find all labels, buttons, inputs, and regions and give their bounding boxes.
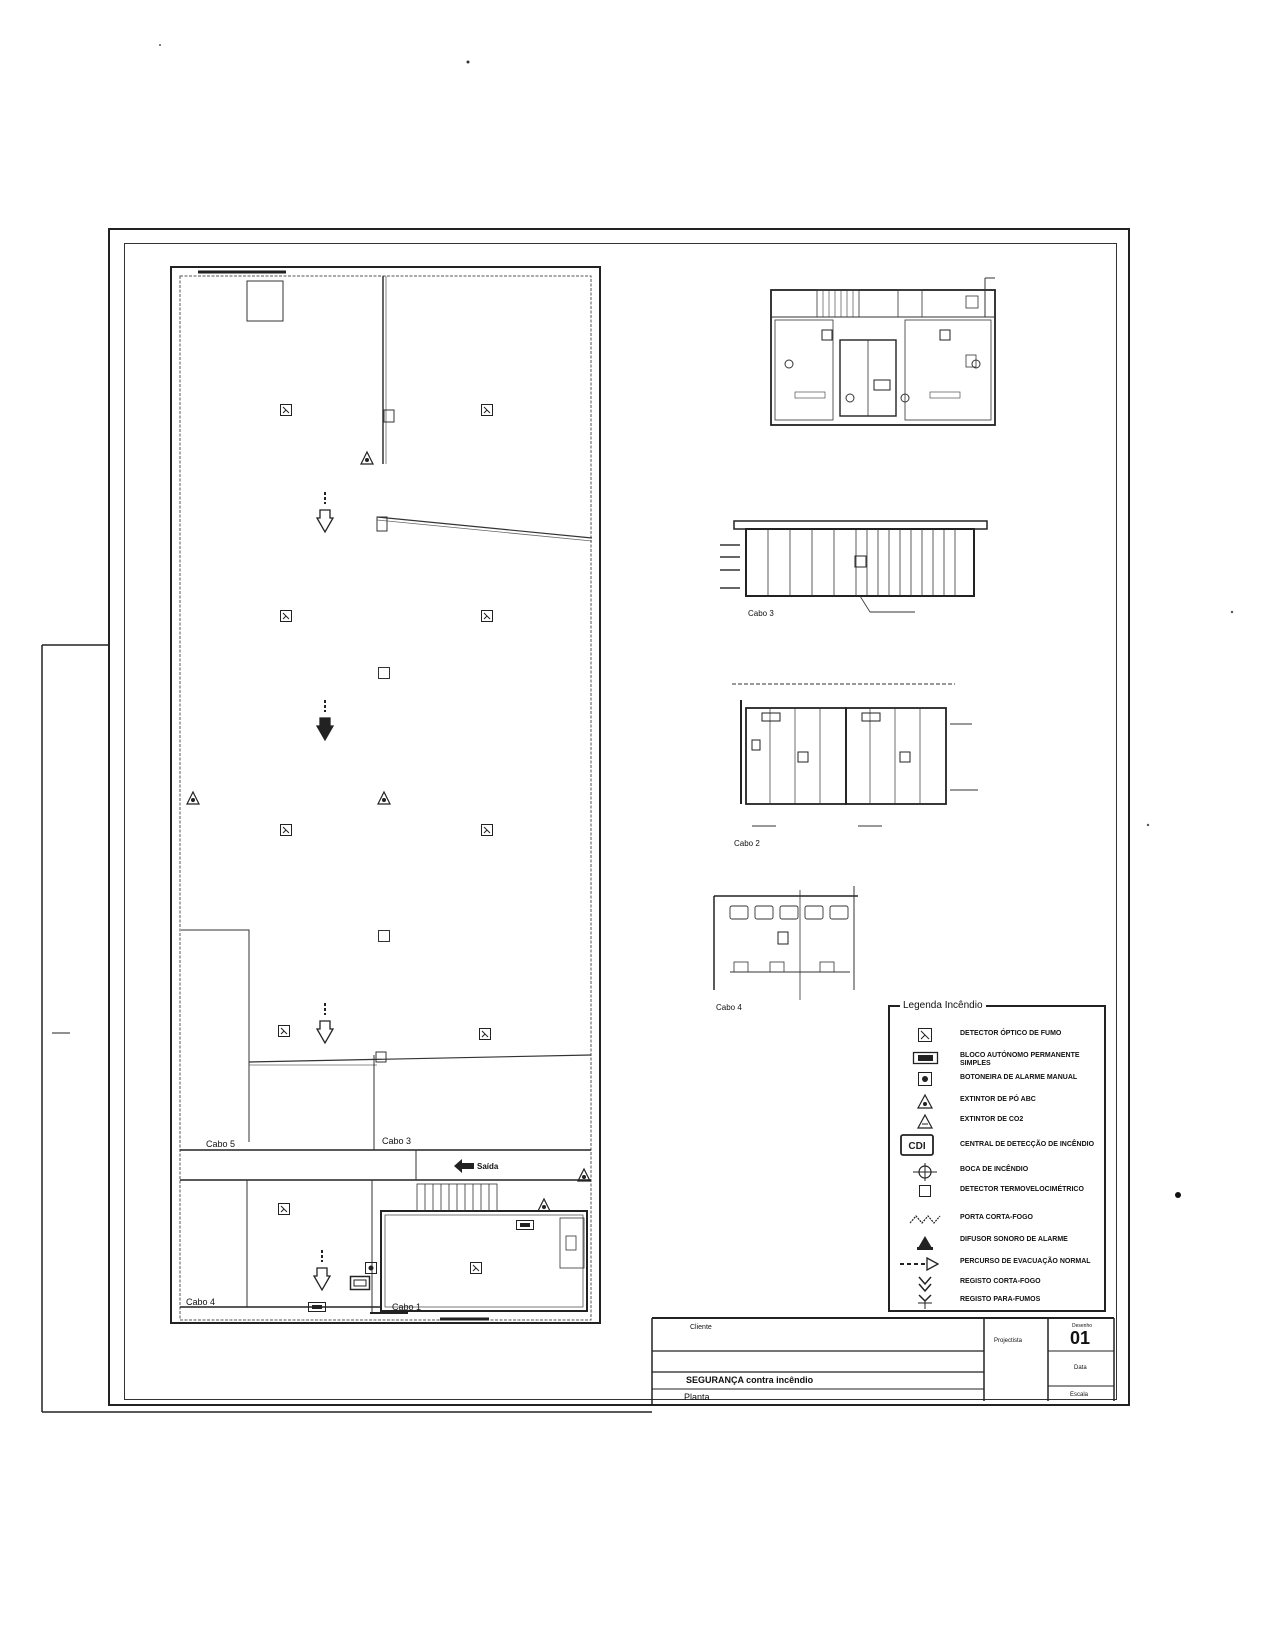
- room-label-cabo-5: Cabo 5: [206, 1139, 236, 1149]
- sheet-border: [108, 228, 1130, 1406]
- fire-door-icon: [909, 1215, 941, 1224]
- legend-label: REGISTO PARA-FUMOS: [960, 1296, 1041, 1303]
- legend-item: REGISTO PARA-FUMOS: [890, 1293, 1104, 1313]
- extinguisher-icon: [577, 1167, 591, 1182]
- smoke-detector-icon: [280, 824, 292, 836]
- legend-item: PORTA CORTA-FOGO: [890, 1211, 1104, 1231]
- legend-label: EXTINTOR DE PÓ ABC: [960, 1096, 1036, 1103]
- evacuation-arrow-icon: [315, 1003, 335, 1045]
- legend-title: Legenda Incêndio: [900, 1000, 986, 1011]
- smoke-detector-icon: [470, 1262, 482, 1274]
- designer-label: Projectista: [994, 1338, 1023, 1344]
- scale-label: Escala: [1070, 1392, 1089, 1398]
- alarm-siren-icon: [917, 1236, 933, 1250]
- emergency-light-icon: [912, 1051, 939, 1065]
- legend-label: REGISTO CORTA-FOGO: [960, 1278, 1041, 1285]
- extinguisher-icon: [360, 450, 374, 465]
- legend-item: DIFUSOR SONORO DE ALARME: [890, 1233, 1104, 1253]
- detail-label-cabo-2: Cabo 2: [734, 839, 760, 848]
- legend-item: PERCURSO DE EVACUAÇÃO NORMAL: [890, 1255, 1104, 1275]
- room-label-cabo-3: Cabo 3: [382, 1136, 412, 1146]
- date-label: Data: [1074, 1365, 1087, 1371]
- legend-item: DETECTOR ÓPTICO DE FUMO: [890, 1027, 1104, 1047]
- smoke-detector-icon: [278, 1025, 290, 1037]
- legend-label: CENTRAL DE DETECÇÃO DE INCÊNDIO: [960, 1141, 1095, 1148]
- emergency-light-icon: [308, 1302, 326, 1312]
- smoke-damper-icon: [918, 1294, 932, 1309]
- control-panel-icon: [349, 1275, 371, 1291]
- legend-item: EXTINTOR DE CO2: [890, 1113, 1104, 1133]
- smoke-detector-icon: [481, 610, 493, 622]
- evacuation-arrow-icon: [900, 1256, 940, 1272]
- project-title: SEGURANÇA contra incêndio: [686, 1375, 814, 1385]
- detail-label-cabo-4: Cabo 4: [716, 1003, 742, 1012]
- thermal-detector-icon: [378, 667, 390, 679]
- legend-item: DETECTOR TERMOVELOCIMÉTRICO: [890, 1183, 1104, 1203]
- sheet-number: 01: [1070, 1328, 1091, 1348]
- evacuation-arrow-icon: [312, 1250, 332, 1292]
- smoke-detector-icon: [278, 1203, 290, 1215]
- legend-item: REGISTO CORTA-FOGO: [890, 1275, 1104, 1295]
- sheet-label: Desenho: [1072, 1323, 1093, 1329]
- alarm-button-icon: [918, 1072, 932, 1086]
- evacuation-arrow-icon: [315, 492, 335, 534]
- legend-item: EXTINTOR DE PÓ ABC: [890, 1093, 1104, 1113]
- legend-label: BOTONEIRA DE ALARME MANUAL: [960, 1074, 1078, 1081]
- client-label: Cliente: [690, 1324, 712, 1331]
- smoke-detector-icon: [918, 1028, 932, 1042]
- evacuation-arrow-icon: [315, 700, 335, 742]
- legend-label: BLOCO AUTÓNOMO PERMANENTE SIMPLES: [960, 1052, 1080, 1067]
- exit-sign-label: Saída: [477, 1162, 499, 1171]
- legend-item: CDI CENTRAL DE DETECÇÃO DE INCÊNDIO: [890, 1134, 1104, 1158]
- thermal-detector-icon: [378, 930, 390, 942]
- co2-extinguisher-icon: [916, 1113, 934, 1129]
- legend-label: EXTINTOR DE CO2: [960, 1116, 1024, 1123]
- smoke-detector-icon: [280, 404, 292, 416]
- smoke-detector-icon: [280, 610, 292, 622]
- legend-label: DIFUSOR SONORO DE ALARME: [960, 1236, 1068, 1243]
- inner-frame: [124, 243, 1117, 1400]
- legend-label: DETECTOR ÓPTICO DE FUMO: [960, 1030, 1062, 1037]
- legend-label: PORTA CORTA-FOGO: [960, 1214, 1033, 1221]
- room-label-cabo-4: Cabo 4: [186, 1297, 216, 1307]
- extinguisher-icon: [186, 790, 200, 805]
- fire-hose-icon: [913, 1163, 937, 1181]
- legend-item: BOTONEIRA DE ALARME MANUAL: [890, 1071, 1104, 1091]
- smoke-detector-icon: [481, 404, 493, 416]
- room-label-cabo-1: Cabo 1: [392, 1302, 422, 1312]
- smoke-detector-icon: [479, 1028, 491, 1040]
- exit-arrow-icon: [454, 1159, 474, 1173]
- fire-damper-icon: [918, 1276, 932, 1293]
- detail-label-cabo-3: Cabo 3: [748, 609, 774, 618]
- extinguisher-icon: [537, 1197, 551, 1212]
- control-panel-code: CDI: [908, 1141, 925, 1152]
- extinguisher-icon: [916, 1093, 934, 1109]
- drawing-title: Planta: [684, 1392, 710, 1402]
- legend-item: BLOCO AUTÓNOMO PERMANENTE SIMPLES: [890, 1049, 1104, 1069]
- control-panel-icon: CDI: [900, 1134, 934, 1156]
- fire-legend: Legenda Incêndio DETECTOR ÓPTICO DE FUMO…: [888, 1000, 1106, 1313]
- alarm-button-icon: [365, 1262, 377, 1274]
- emergency-light-icon: [516, 1220, 534, 1230]
- thermal-detector-icon: [919, 1185, 931, 1197]
- smoke-detector-icon: [481, 824, 493, 836]
- legend-label: PERCURSO DE EVACUAÇÃO NORMAL: [960, 1258, 1091, 1265]
- legend-label: BOCA DE INCÊNDIO: [960, 1166, 1029, 1173]
- extinguisher-icon: [377, 790, 391, 805]
- legend-label: DETECTOR TERMOVELOCIMÉTRICO: [960, 1186, 1084, 1193]
- legend-item: BOCA DE INCÊNDIO: [890, 1163, 1104, 1183]
